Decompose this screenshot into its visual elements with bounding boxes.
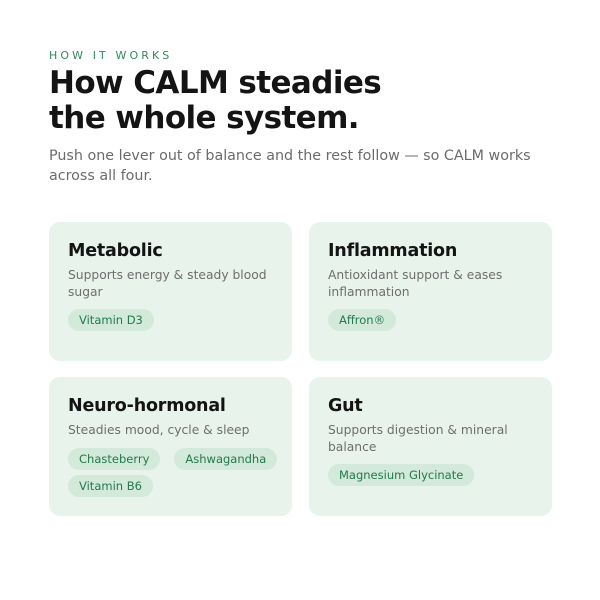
card-title: Neuro-hormonal — [68, 396, 226, 416]
section-headline: How CALM steadies the whole system. — [49, 66, 552, 136]
section-eyebrow: HOW IT WORKS — [49, 49, 173, 62]
ingredient-chip: Vitamin D3 — [68, 309, 154, 331]
systems-grid: Metabolic Supports energy & steady blood… — [49, 222, 552, 516]
ingredient-chips: Magnesium Glycinate — [328, 464, 548, 486]
how-it-works-section: HOW IT WORKS How CALM steadies the whole… — [49, 48, 552, 186]
ingredient-chips: Vitamin D3 — [68, 309, 288, 331]
ingredient-chips: Chasteberry Ashwagandha Vitamin B6 — [68, 447, 288, 497]
headline-line-1: How CALM steadies — [49, 65, 382, 101]
section-intro: Push one lever out of balance and the re… — [49, 148, 531, 184]
card-title: Metabolic — [68, 241, 163, 261]
card-title: Gut — [328, 396, 363, 416]
ingredient-chip: Magnesium Glycinate — [328, 464, 475, 486]
ingredient-chip: Chasteberry — [68, 447, 161, 470]
system-card-metabolic: Metabolic Supports energy & steady blood… — [49, 222, 292, 361]
system-card-inflammation: Inflammation Antioxidant support & eases… — [309, 222, 552, 361]
headline-line-2: the whole system. — [49, 100, 360, 136]
ingredient-chip: Vitamin B6 — [68, 474, 153, 497]
card-description: Antioxidant support & eases inflammation — [328, 268, 503, 299]
system-card-gut: Gut Supports digestion & mineral balance… — [309, 377, 552, 516]
ingredient-chip: Ashwagandha — [174, 447, 278, 470]
card-description: Supports energy & steady blood sugar — [68, 268, 267, 299]
system-card-neuro-hormonal: Neuro-hormonal Steadies mood, cycle & sl… — [49, 377, 292, 516]
ingredient-chip: Affron® — [328, 309, 397, 331]
ingredient-chips: Affron® — [328, 309, 548, 331]
card-description: Steadies mood, cycle & sleep — [68, 423, 250, 437]
card-description: Supports digestion & mineral balance — [328, 423, 508, 454]
card-title: Inflammation — [328, 241, 458, 261]
